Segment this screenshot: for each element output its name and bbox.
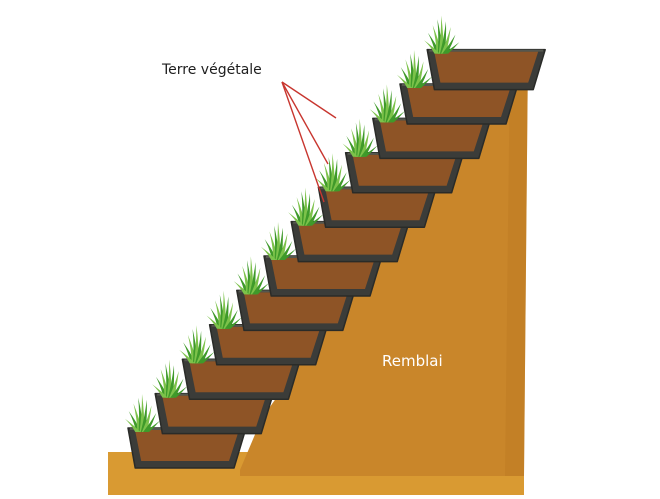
grass-blade — [169, 371, 179, 398]
grass-layer — [124, 15, 460, 432]
grass-tuft-icon — [179, 325, 215, 364]
grass-blade — [359, 130, 370, 157]
planter-module — [181, 358, 302, 400]
grass-blade — [332, 164, 342, 192]
grass-blade — [441, 27, 451, 54]
grass-blade — [141, 405, 152, 432]
grass-blade — [315, 177, 331, 192]
topsoil-fill — [407, 86, 511, 117]
grass-blade — [387, 103, 402, 123]
planter-module — [236, 289, 356, 332]
topsoil-fill — [298, 223, 403, 255]
topsoil-fill — [162, 395, 267, 427]
grass-blade — [288, 212, 304, 226]
topsoil-fill — [243, 292, 348, 324]
grass-tuft-icon — [369, 84, 405, 123]
grass-blade — [250, 267, 261, 295]
grass-tuft-icon — [288, 187, 324, 226]
grass-blade — [424, 40, 440, 54]
grass-tuft-icon — [233, 256, 269, 295]
grass-blade — [224, 309, 238, 329]
grass-blade — [413, 61, 424, 88]
grass-tuft-icon — [315, 153, 351, 192]
grass-blade — [223, 302, 234, 329]
topsoil-fill — [271, 258, 375, 289]
grass-tuft-icon — [260, 222, 297, 260]
grass-blade — [233, 281, 249, 295]
topsoil-label: Terre végétale — [162, 62, 262, 78]
grass-blade — [196, 336, 206, 364]
topsoil-fill — [352, 154, 457, 186]
grass-blade — [415, 69, 429, 88]
topsoil-fill — [325, 189, 430, 221]
fill-label: Remblai — [382, 352, 443, 370]
topsoil-pointer-line — [281, 81, 329, 165]
grass-blade — [369, 109, 385, 123]
planter-modules — [127, 48, 546, 469]
grass-blade — [152, 384, 168, 398]
topsoil-pointer-line — [281, 81, 325, 203]
grass-blade — [306, 206, 320, 226]
grass-blade — [170, 378, 184, 398]
grass-blade — [396, 74, 413, 88]
planter-module — [290, 220, 410, 263]
grass-blade — [124, 418, 141, 432]
grass-blade — [442, 34, 456, 54]
planter-module — [317, 186, 438, 228]
topsoil-fill — [379, 120, 484, 152]
grass-blade — [251, 275, 266, 295]
grass-blade — [206, 315, 222, 329]
embankment-shade — [492, 52, 528, 476]
grass-blade — [143, 413, 157, 432]
topsoil-fill — [216, 326, 321, 358]
grass-tuft-icon — [206, 290, 242, 329]
grass-blade — [386, 95, 397, 123]
topsoil-pointer-line — [281, 81, 337, 119]
planter-module — [263, 255, 383, 297]
topsoil-fill — [189, 361, 294, 393]
grass-tuft-icon — [396, 50, 433, 88]
grass-blade — [333, 172, 347, 192]
grass-blade — [277, 233, 288, 260]
grass-blade — [279, 241, 293, 260]
grass-blade — [342, 143, 358, 157]
planter-module — [344, 152, 465, 194]
planter-module — [426, 48, 546, 91]
topsoil-fill — [135, 430, 239, 461]
topsoil-fill — [434, 51, 539, 83]
grass-tuft-icon — [124, 394, 161, 432]
grass-blade — [260, 246, 277, 260]
grass-tuft-icon — [152, 359, 188, 398]
grass-tuft-icon — [424, 15, 460, 54]
grass-blade — [305, 199, 315, 226]
planter-module — [372, 117, 492, 160]
grass-tuft-icon — [342, 118, 378, 157]
label-pointers — [281, 81, 337, 203]
grass-blade — [179, 349, 195, 364]
grass-blade — [360, 137, 374, 157]
grass-blade — [197, 344, 211, 364]
